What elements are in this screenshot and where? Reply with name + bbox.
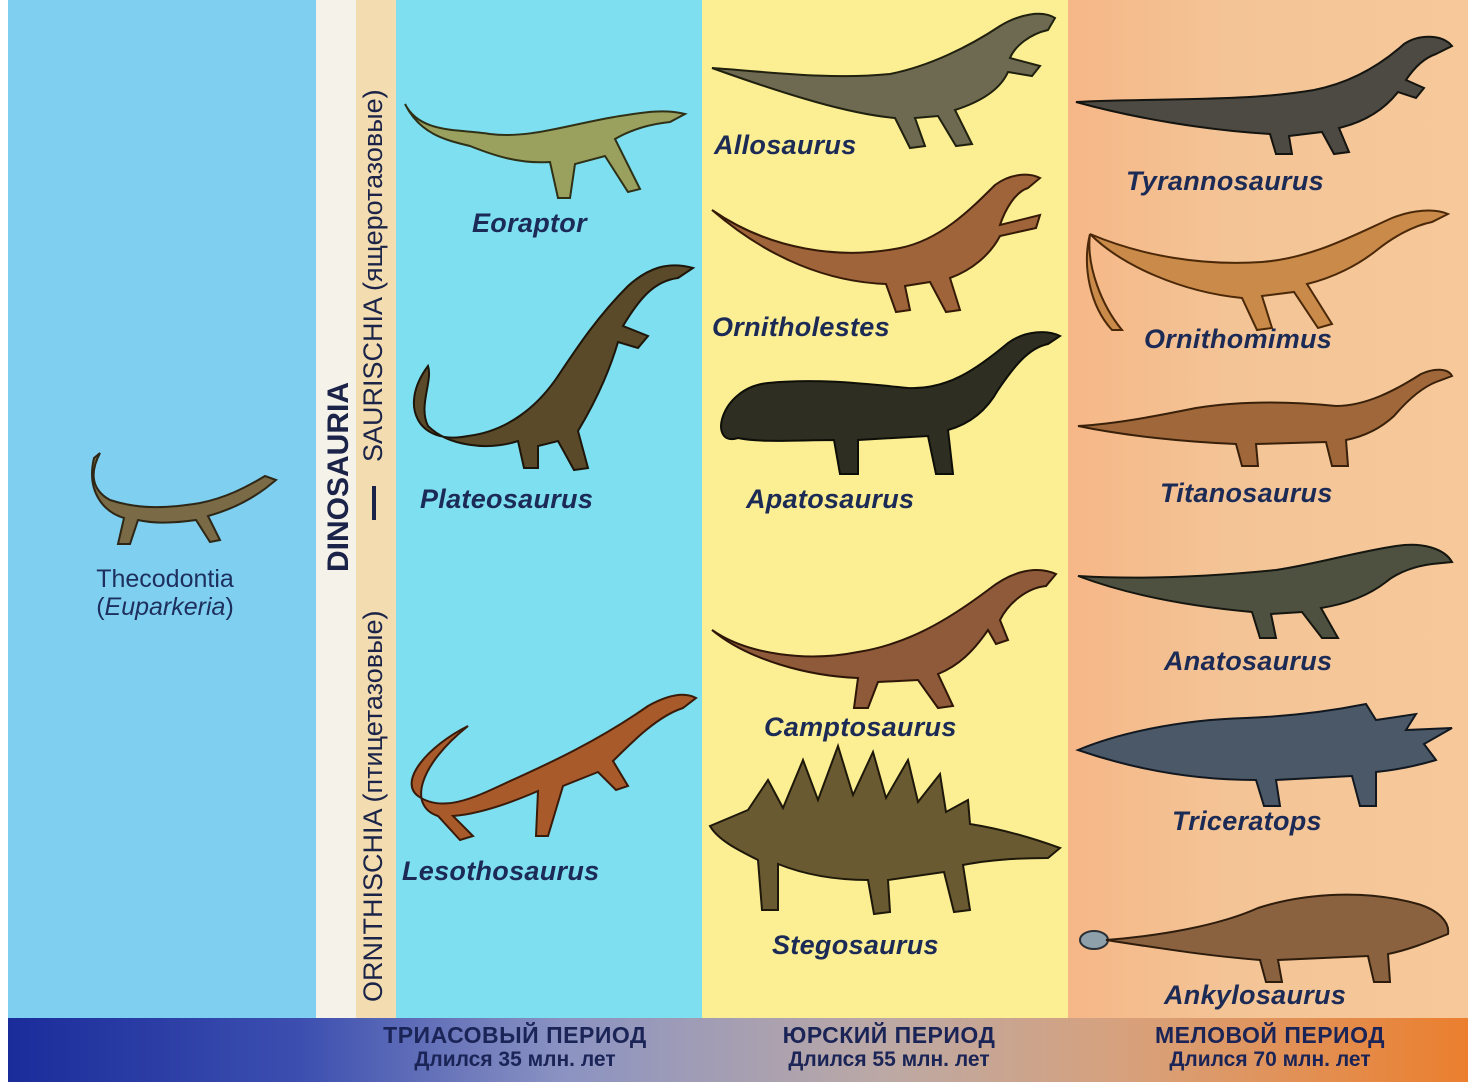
plateosaurus-illustration [398, 256, 698, 474]
ornitholestes-illustration [710, 170, 1060, 316]
ornithomimus-label: Ornithomimus [1144, 324, 1332, 355]
stegosaurus-illustration [708, 740, 1064, 920]
ankylosaurus-illustration [1078, 886, 1452, 986]
thecodontia-example: (Euparkeria) [20, 593, 310, 621]
jurassic-period: ЮРСКИЙ ПЕРИОД Длился 55 млн. лет [714, 1022, 1064, 1072]
titanosaurus-label: Titanosaurus [1160, 478, 1333, 509]
triassic-period: ТРИАСОВЫЙ ПЕРИОД Длился 35 млн. лет [316, 1022, 714, 1072]
stegosaurus-label: Stegosaurus [772, 930, 939, 961]
eoraptor-illustration [400, 94, 690, 206]
triassic-period-name: ТРИАСОВЫЙ ПЕРИОД [316, 1022, 714, 1048]
triceratops-label: Triceratops [1172, 806, 1322, 837]
anatosaurus-label: Anatosaurus [1164, 646, 1332, 677]
plateosaurus-label: Plateosaurus [420, 484, 593, 515]
camptosaurus-illustration [708, 560, 1064, 710]
jurassic-period-duration: Длился 55 млн. лет [714, 1048, 1064, 1072]
titanosaurus-illustration [1076, 366, 1454, 470]
jurassic-period-name: ЮРСКИЙ ПЕРИОД [714, 1022, 1064, 1048]
cretaceous-period-name: МЕЛОВОЙ ПЕРИОД [1080, 1022, 1460, 1048]
saurischia-label: SAURISCHIA (ящеротазовые) [358, 89, 389, 462]
apatosaurus-illustration [708, 328, 1064, 478]
cretaceous-period: МЕЛОВОЙ ПЕРИОД Длился 70 млн. лет [1080, 1022, 1460, 1072]
triassic-period-duration: Длился 35 млн. лет [316, 1048, 714, 1072]
tyrannosaurus-illustration [1074, 32, 1454, 156]
dinosauria-label: DINOSAURIA [322, 382, 356, 572]
thecodontia-name: Thecodontia [20, 565, 310, 593]
eoraptor-label: Eoraptor [472, 208, 587, 239]
tyrannosaurus-label: Tyrannosaurus [1126, 166, 1324, 197]
euparkeria-illustration [80, 448, 280, 548]
thecodontia-label: Thecodontia (Euparkeria) [20, 565, 310, 621]
apatosaurus-label: Apatosaurus [746, 484, 914, 515]
euparkeria-name: Euparkeria [105, 593, 226, 621]
group-divider [372, 486, 376, 520]
lesothosaurus-label: Lesothosaurus [402, 856, 599, 887]
ornithomimus-illustration [1082, 206, 1452, 334]
anatosaurus-illustration [1076, 540, 1454, 640]
cretaceous-period-duration: Длился 70 млн. лет [1080, 1048, 1460, 1072]
triceratops-illustration [1076, 700, 1454, 810]
camptosaurus-label: Camptosaurus [764, 712, 957, 743]
ankylosaurus-label: Ankylosaurus [1164, 980, 1346, 1011]
allosaurus-label: Allosaurus [714, 130, 857, 161]
ornithischia-label: ORNITHISCHIA (птицетазовые) [358, 611, 389, 1003]
lesothosaurus-illustration [398, 686, 698, 850]
